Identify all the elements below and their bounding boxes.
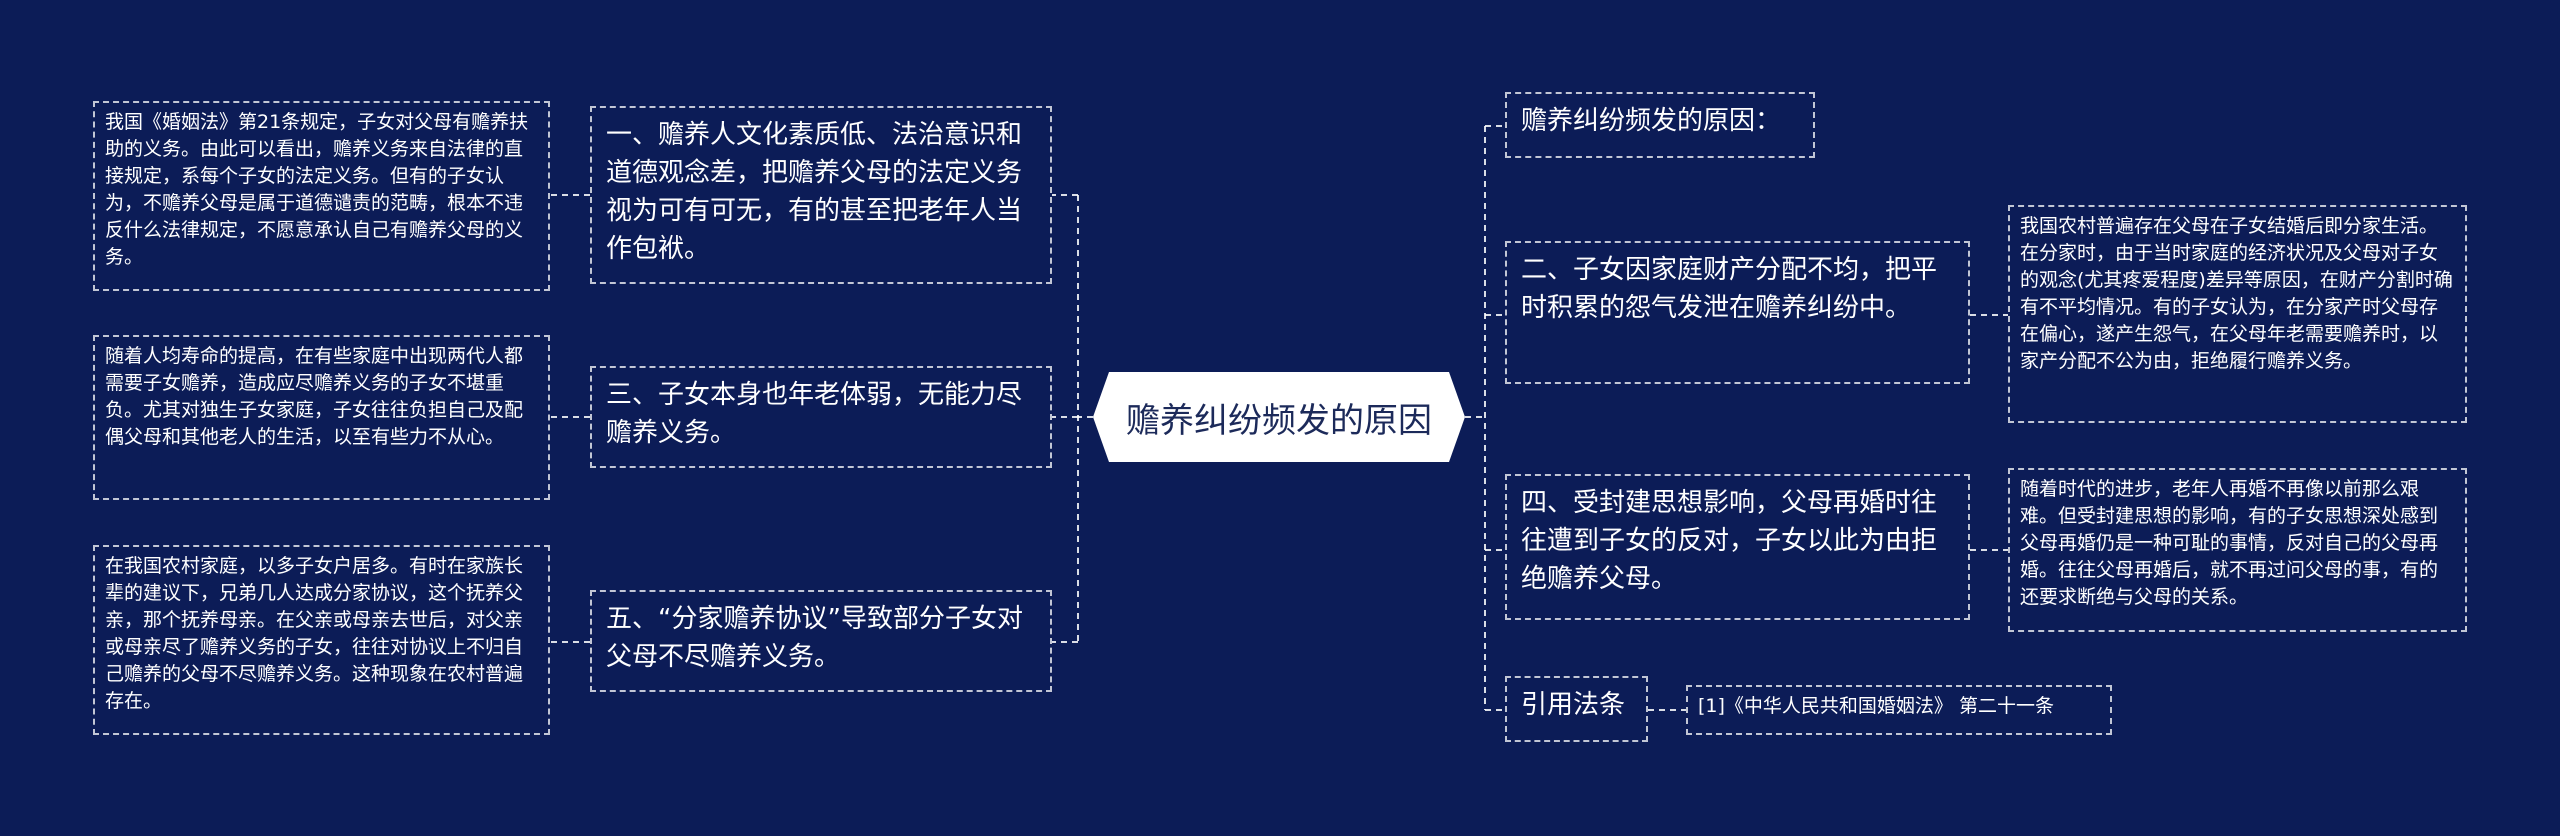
detail-node-1[interactable]: 我国《婚姻法》第21条规定，子女对父母有赡养扶助的义务。由此可以看出，赡养义务来…: [93, 101, 550, 291]
detail-node-law[interactable]: [1]《中华人民共和国婚姻法》 第二十一条: [1686, 685, 2112, 735]
detail-node-4[interactable]: 随着时代的进步，老年人再婚不再像以前那么艰难。但受封建思想的影响，有的子女思想深…: [2008, 468, 2467, 632]
branch-node-law[interactable]: 引用法条: [1505, 676, 1648, 742]
branch-node-1[interactable]: 一、赡养人文化素质低、法治意识和道德观念差，把赡养父母的法定义务视为可有可无，有…: [590, 106, 1052, 284]
branch-node-heading[interactable]: 赡养纠纷频发的原因：: [1505, 92, 1815, 158]
center-node[interactable]: 赡养纠纷频发的原因: [1093, 372, 1465, 462]
center-node-label: 赡养纠纷频发的原因: [1126, 400, 1432, 441]
detail-node-2[interactable]: 我国农村普遍存在父母在子女结婚后即分家生活。在分家时，由于当时家庭的经济状况及父…: [2008, 205, 2467, 423]
detail-node-5[interactable]: 在我国农村家庭，以多子女户居多。有时在家族长辈的建议下，兄弟几人达成分家协议，这…: [93, 545, 550, 735]
branch-node-2[interactable]: 二、子女因家庭财产分配不均，把平时积累的怨气发泄在赡养纠纷中。: [1505, 241, 1970, 384]
branch-node-5[interactable]: 五、“分家赡养协议”导致部分子女对父母不尽赡养义务。: [590, 590, 1052, 692]
center-node-shape: [1093, 372, 1465, 462]
detail-node-3[interactable]: 随着人均寿命的提高，在有些家庭中出现两代人都需要子女赡养，造成应尽赡养义务的子女…: [93, 335, 550, 500]
branch-node-3[interactable]: 三、子女本身也年老体弱，无能力尽赡养义务。: [590, 366, 1052, 468]
branch-node-4[interactable]: 四、受封建思想影响，父母再婚时往往遭到子女的反对，子女以此为由拒绝赡养父母。: [1505, 474, 1970, 620]
